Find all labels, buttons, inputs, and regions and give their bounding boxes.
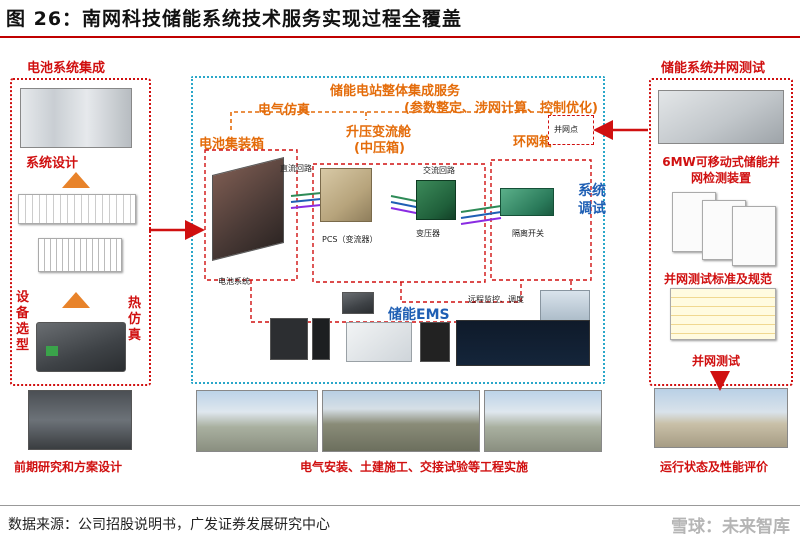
system-debug-label: 系统调试 (578, 183, 606, 217)
field-test-photo (654, 388, 788, 448)
pcs-cabinet-image (320, 168, 372, 222)
server-photo (342, 292, 374, 314)
battery-system-label: 电池系统 (218, 277, 250, 286)
electrical-sim-label: 电气仿真 (258, 103, 311, 118)
footer-rule (0, 505, 800, 506)
grid-point-label: 并网点 (554, 125, 578, 134)
site-photo-3 (484, 390, 602, 452)
left-panel-heading: 电池系统集成 (24, 57, 109, 76)
mobile-test-device-image (658, 90, 784, 144)
left-bottom-caption: 前期研究和方案设计 (14, 460, 123, 474)
lab-photo (28, 390, 132, 450)
site-photo-1 (196, 390, 318, 452)
up-chevron-icon (62, 172, 90, 188)
system-drawing-image (18, 194, 136, 224)
watermark: 雪球：未来智库 (671, 517, 790, 537)
right-bottom-caption: 运行状态及性能评价 (660, 460, 769, 474)
battery-terminal-icon (46, 346, 58, 356)
thermal-sim-label: 热仿真 (128, 296, 142, 343)
right-panel-heading: 储能系统并网测试 (658, 57, 769, 76)
service-title: 储能电站整体集成服务 (330, 84, 461, 99)
isolation-switch-image (500, 188, 554, 216)
dc-loop-label: 直流回路 (280, 164, 312, 173)
transformer-image (416, 180, 456, 220)
ac-loop-label: 交流回路 (423, 166, 455, 175)
title-rule (0, 36, 800, 38)
standards-label: 并网测试标准及规范 (664, 272, 773, 286)
remote-monitor-label: 远程监控、调度 (468, 295, 524, 304)
pcs-label: PCS（变流器） (322, 235, 378, 244)
flow-arrows (149, 120, 730, 391)
up-chevron-icon (62, 292, 90, 308)
service-detail: (参数整定、涉网计算、控制优化) (404, 101, 598, 116)
booster-cabin-label: 升压变流舱 (346, 125, 412, 140)
ems-cabinet-image (312, 318, 330, 360)
rack-image (420, 322, 450, 362)
ems-label: 储能EMS (388, 307, 450, 323)
grid-test-label: 并网测试 (692, 354, 741, 368)
ems-screen-image (456, 320, 590, 366)
isolation-switch-label: 隔离开关 (512, 229, 544, 238)
test-waveform-image (670, 288, 776, 340)
booster-cabin-sub: (中压箱) (354, 141, 405, 156)
equipment-selection-label: 设备选型 (16, 290, 30, 353)
layout-drawing-image (38, 238, 122, 272)
left-panel (10, 78, 151, 386)
figure-title: 图 26：南网科技储能系统技术服务实现过程全覆盖 (6, 8, 463, 30)
control-panel-image (270, 318, 308, 360)
service-connectors (204, 106, 592, 323)
center-bottom-caption: 电气安装、土建施工、交接试验等工程实施 (300, 460, 529, 474)
source-note: 数据来源：公司招股说明书，广发证券发展研究中心 (8, 517, 330, 533)
system-design-label: 系统设计 (26, 156, 79, 171)
transformer-label: 变压器 (416, 229, 440, 238)
ems-container-image (346, 322, 412, 362)
ring-main-label: 环网箱 (513, 135, 553, 150)
battery-container-label: 电池集装箱 (199, 137, 265, 152)
site-photo-2 (322, 390, 480, 452)
standard-doc-3 (732, 206, 776, 266)
server-rack-image (20, 88, 132, 148)
mobile-device-label: 6MW可移动式储能并网检测装置 (662, 155, 780, 185)
